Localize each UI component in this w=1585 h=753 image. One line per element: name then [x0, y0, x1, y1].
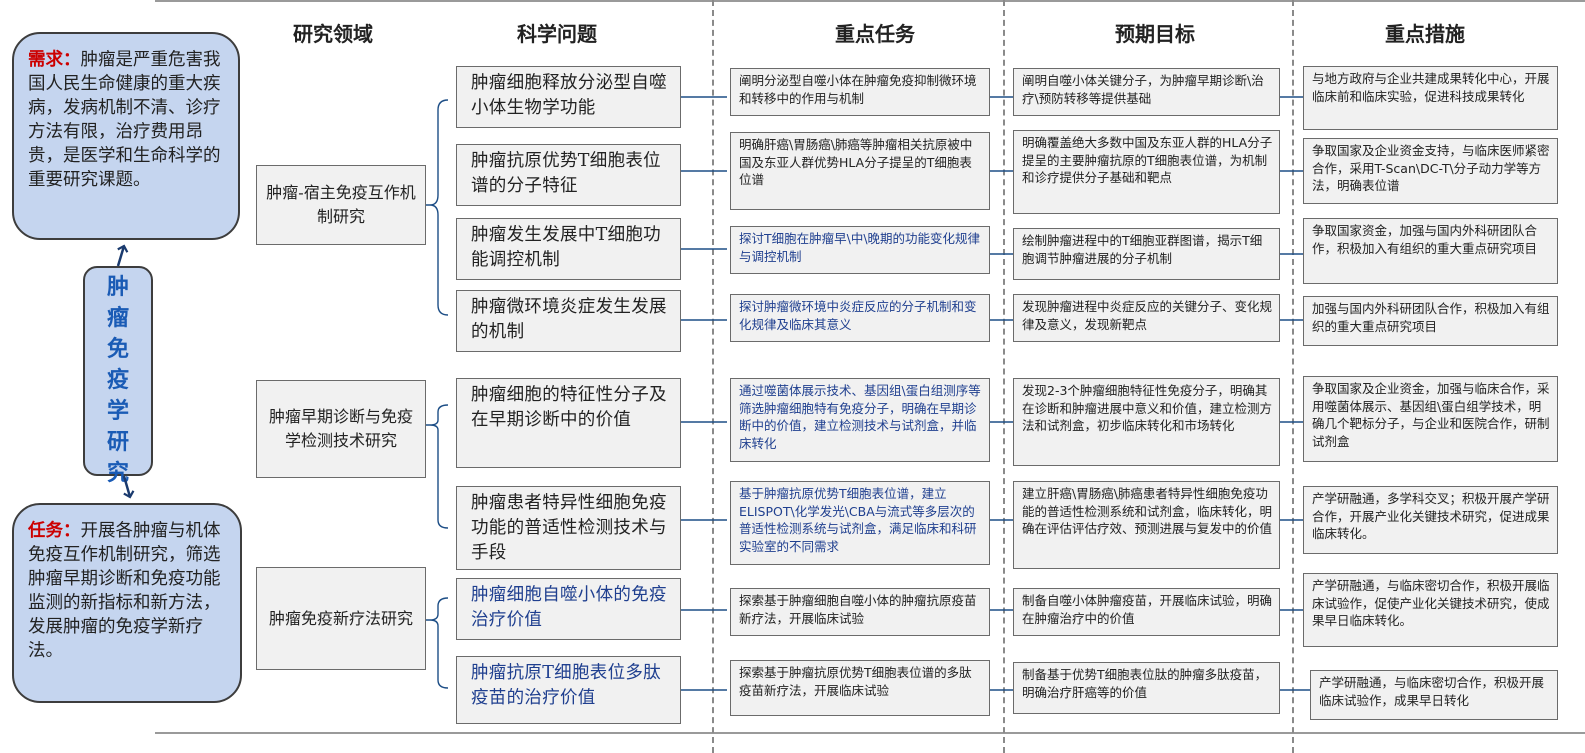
task-box: 基于肿瘤抗原优势T细胞表位谱，建立ELISPOT\化学发光\CBA与流式等多层次… — [730, 481, 990, 565]
question-box: 肿瘤抗原T细胞表位多肽疫苗的治疗价值 — [456, 656, 681, 724]
task-box: 明确肝癌\胃肠癌\肺癌等肿瘤相关抗原被中国及东亚人群优势HLA分子提呈的T细胞表… — [730, 132, 990, 210]
task-box: 探索基于肿瘤细胞自噬小体的肿瘤抗原疫苗新疗法，开展临床试验 — [730, 588, 990, 636]
goal-box: 建立肝癌\胃肠癌\肺癌患者特异性细胞免疫功能的普适性检测系统和试剂盒，临床转化，… — [1013, 481, 1280, 569]
measure-box: 争取国家资金，加强与国内外科研团队合作，积极加入有组织的重大重点研究项目 — [1303, 218, 1558, 284]
column-divider-2 — [1003, 0, 1005, 753]
column-divider-1 — [712, 0, 714, 753]
goal-box: 阐明自噬小体关键分子，为肿瘤早期诊断\治疗\预防转移等提供基础 — [1013, 68, 1280, 116]
goal-box: 明确覆盖绝大多数中国及东亚人群的HLA分子提呈的主要肿瘤抗原的T细胞表位谱，为机… — [1013, 130, 1280, 214]
question-box: 肿瘤细胞释放分泌型自噬小体生物学功能 — [456, 66, 681, 128]
measure-box: 争取国家及企业资金支持，与临床医师紧密合作，采用T-Scan\DC-T\分子动力… — [1303, 138, 1558, 204]
task-box: 阐明分泌型自噬小体在肿瘤免疫抑制微环境和转移中的作用与机制 — [730, 68, 990, 116]
task-box: 探讨T细胞在肿瘤早\中\晚期的功能变化规律与调控机制 — [730, 226, 990, 274]
question-box: 肿瘤患者特异性细胞免疫功能的普适性检测技术与手段 — [456, 486, 681, 570]
measure-box: 产学研融通，与临床密切合作，积极开展临床试验作，成果早日转化 — [1310, 670, 1558, 720]
header-question: 科学问题 — [517, 22, 597, 46]
demand-box: 需求：肿瘤是严重危害我国人民生命健康的重大疾病，发病机制不清、诊疗方法有限，治疗… — [12, 32, 240, 240]
measure-box: 加强与国内外科研团队合作，积极加入有组织的重大重点研究项目 — [1303, 296, 1558, 346]
center-char: 学 — [106, 399, 129, 424]
goal-box: 绘制肿瘤进程中的T细胞亚群图谱，揭示T细胞调节肿瘤进展的分子机制 — [1013, 228, 1280, 280]
header-task: 重点任务 — [835, 22, 915, 46]
center-char: 免 — [106, 337, 129, 362]
center-char: 疫 — [106, 368, 129, 393]
question-box: 肿瘤细胞自噬小体的免疫治疗价值 — [456, 578, 681, 640]
field-box: 肿瘤-宿主免疫互作机制研究 — [256, 165, 426, 245]
goal-box: 发现2-3个肿瘤细胞特征性免疫分子，明确其在诊断和肿瘤进展中意义和价值，建立检测… — [1013, 378, 1280, 466]
bottom-border — [155, 732, 1585, 734]
mission-text: 开展各肿瘤与机体免疫互作机制研究，筛选肿瘤早期诊断和免疫功能监测的新指标和新方法… — [28, 521, 221, 661]
mission-box: 任务：开展各肿瘤与机体免疫互作机制研究，筛选肿瘤早期诊断和免疫功能监测的新指标和… — [12, 503, 242, 703]
demand-text: 肿瘤是严重危害我国人民生命健康的重大疾病，发病机制不清、诊疗方法有限，治疗费用昂… — [28, 50, 221, 190]
mission-label: 任务： — [28, 521, 81, 541]
top-border — [155, 0, 1585, 2]
question-box: 肿瘤抗原优势T细胞表位谱的分子特征 — [456, 144, 681, 206]
demand-label: 需求： — [28, 50, 81, 70]
task-box: 探讨肿瘤微环境中炎症反应的分子机制和变化规律及临床其意义 — [730, 294, 990, 342]
center-char: 究 — [106, 461, 129, 486]
center-char: 研 — [106, 430, 129, 455]
measure-box: 产学研融通，多学科交叉；积极开展产学研合作，开展产业化关键技术研究，促进成果临床… — [1303, 486, 1558, 554]
field-box: 肿瘤免疫新疗法研究 — [256, 567, 426, 670]
header-measure: 重点措施 — [1385, 22, 1465, 46]
task-box: 通过噬菌体展示技术、基因组\蛋白组测序等筛选肿瘤细胞特有免疫分子，明确在早期诊断… — [730, 378, 990, 462]
header-field: 研究领域 — [293, 22, 373, 46]
measure-box: 与地方政府与企业共建成果转化中心，开展临床前和临床实验，促进科技成果转化 — [1303, 66, 1558, 130]
question-box: 肿瘤微环境炎症发生发展的机制 — [456, 290, 681, 352]
measure-box: 产学研融通，与临床密切合作，积极开展临床试验作，促使产业化关键技术研究，使成果早… — [1303, 573, 1558, 647]
center-char: 瘤 — [106, 306, 129, 331]
goal-box: 制备自噬小体肿瘤疫苗，开展临床试验，明确在肿瘤治疗中的价值 — [1013, 588, 1280, 636]
goal-box: 发现肿瘤进程中炎症反应的关键分子、变化规律及意义，发现新靶点 — [1013, 294, 1280, 342]
task-box: 探索基于肿瘤抗原优势T细胞表位谱的多肽疫苗新疗法，开展临床试验 — [730, 660, 990, 716]
field-box: 肿瘤早期诊断与免疫学检测技术研究 — [256, 380, 426, 478]
column-divider-3 — [1292, 0, 1294, 753]
center-title: 肿 瘤 免 疫 学 研 究 — [83, 266, 153, 486]
question-box: 肿瘤细胞的特征性分子及在早期诊断中的价值 — [456, 378, 681, 468]
header-goal: 预期目标 — [1115, 22, 1195, 46]
goal-box: 制备基于优势T细胞表位肽的肿瘤多肽疫苗，明确治疗肝癌等的价值 — [1013, 662, 1280, 714]
question-box: 肿瘤发生发展中T细胞功能调控机制 — [456, 218, 681, 280]
center-char: 肿 — [106, 275, 129, 300]
measure-box: 争取国家及企业资金，加强与临床合作，采用噬菌体展示、基因组\蛋白组学技术，明确几… — [1303, 376, 1558, 462]
